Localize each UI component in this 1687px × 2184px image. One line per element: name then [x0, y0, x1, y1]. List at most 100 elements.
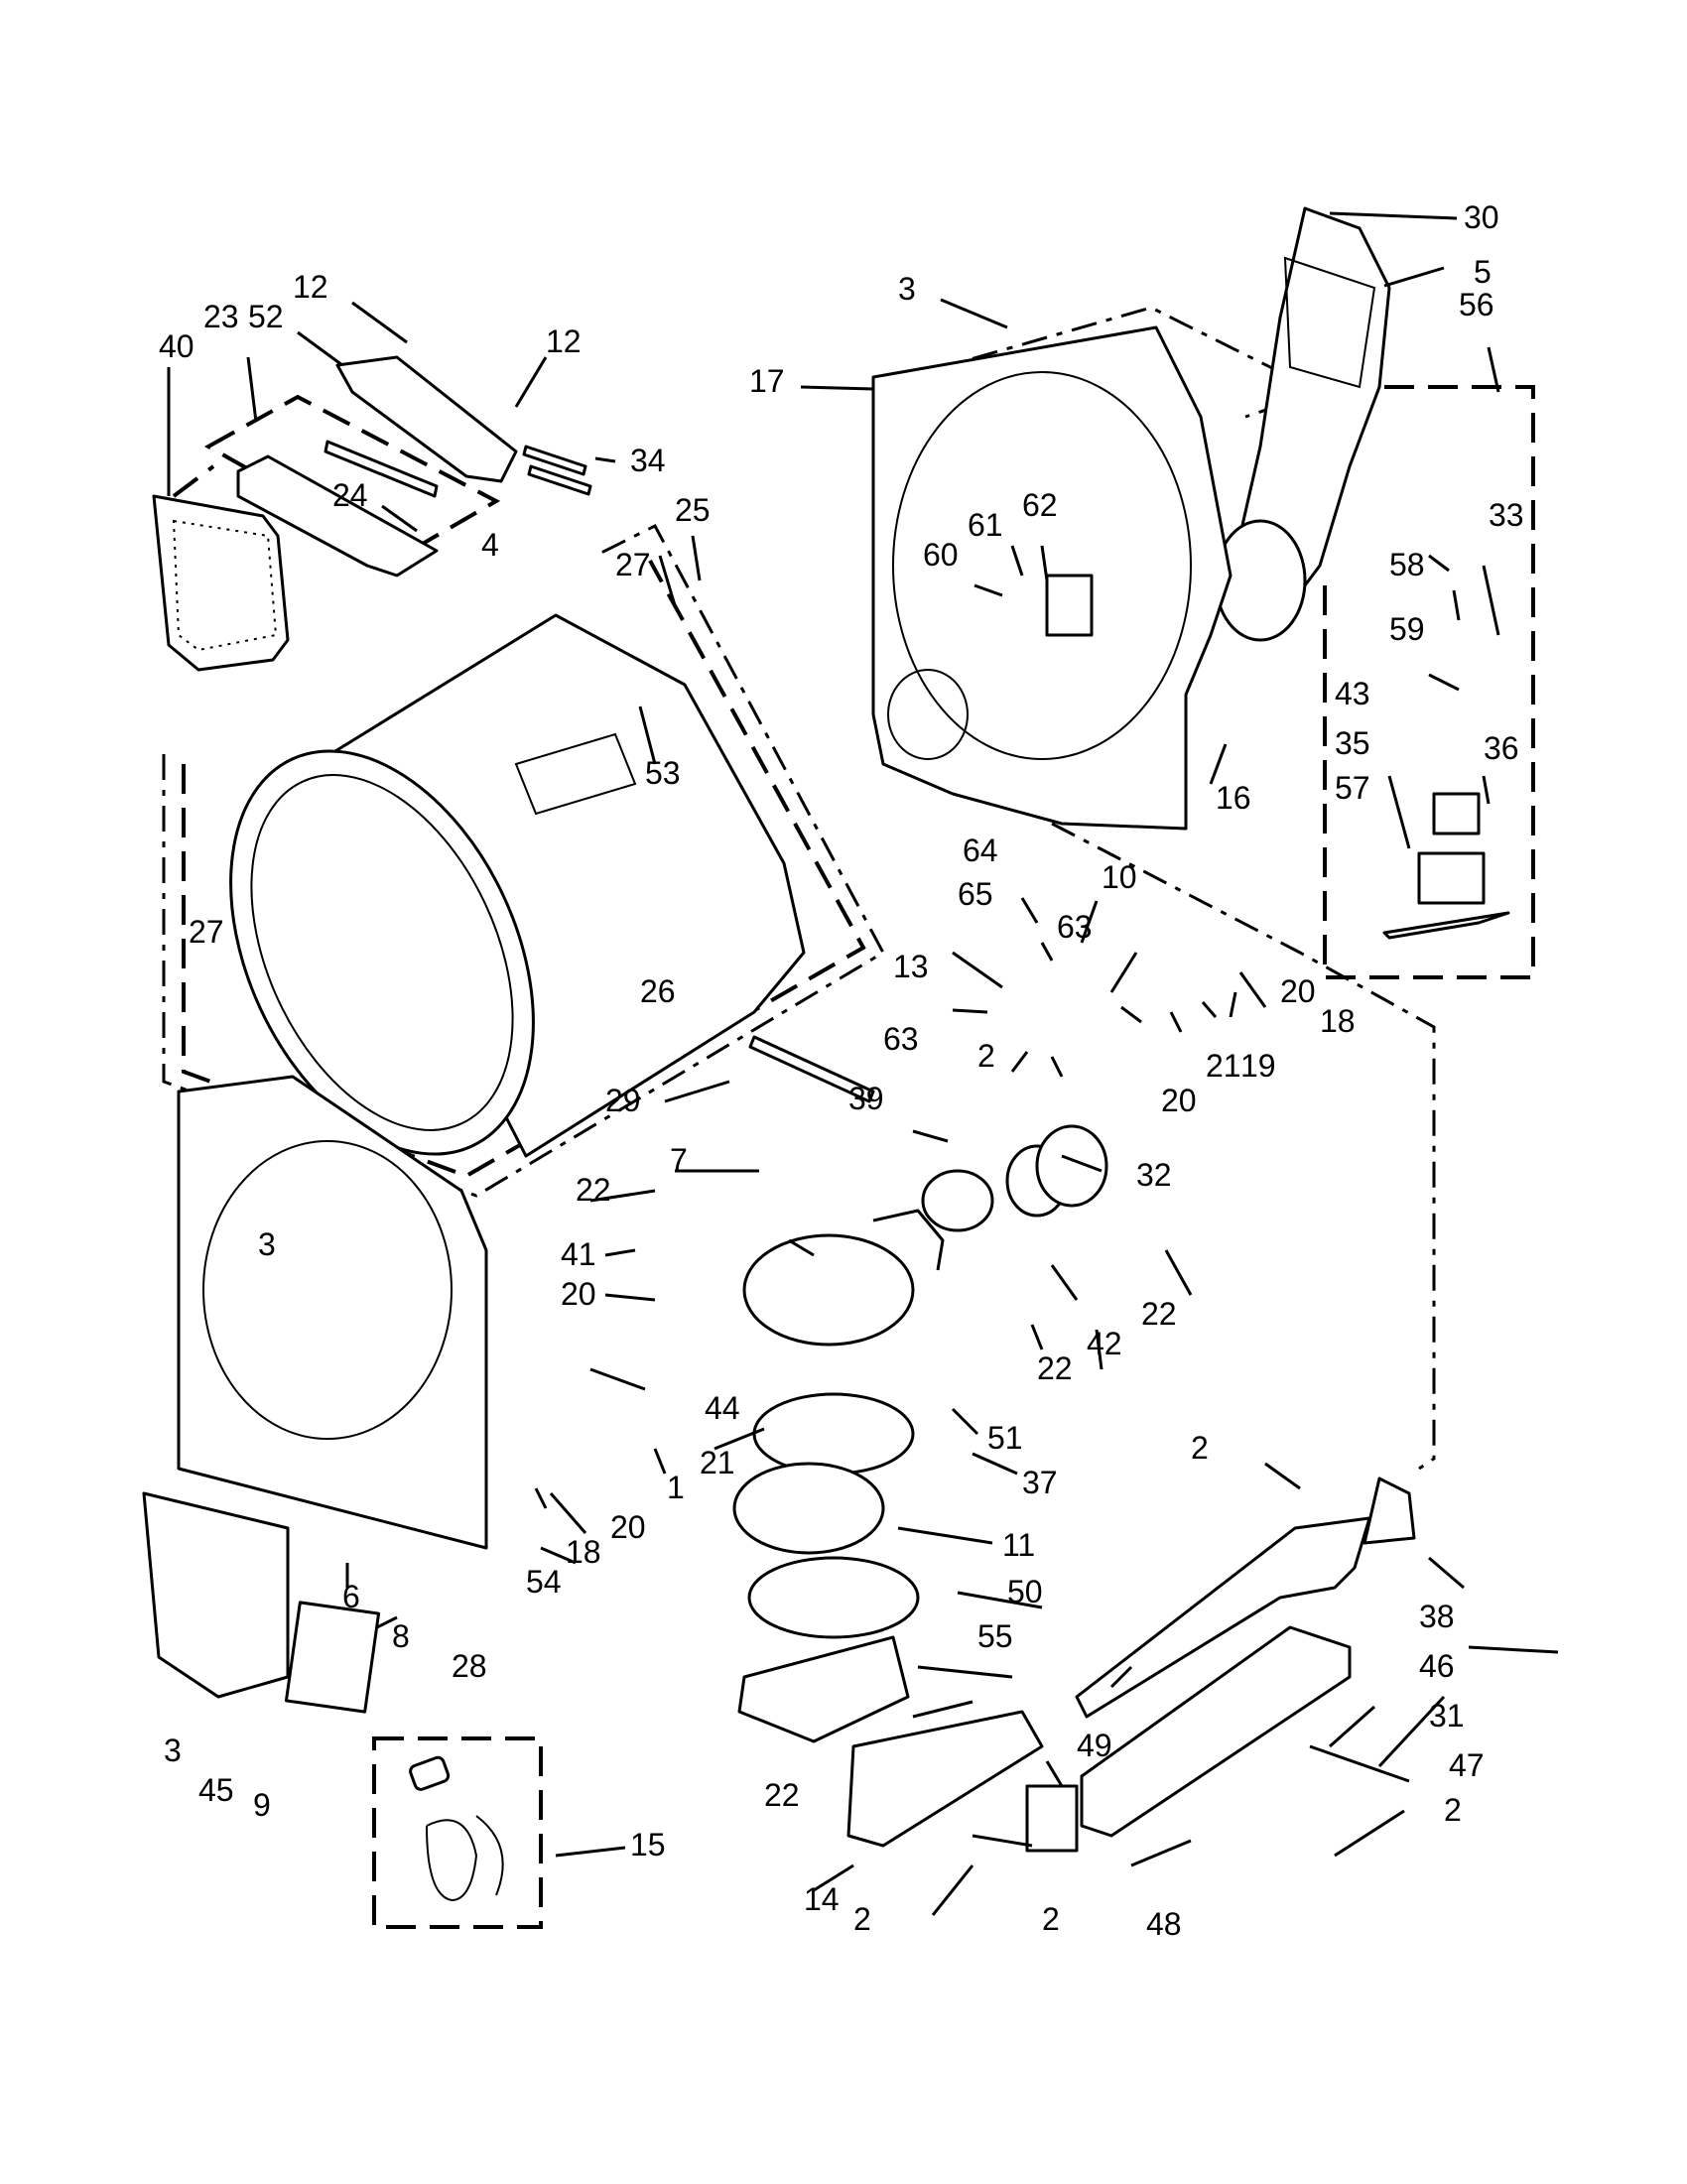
callout-55: 55	[977, 1618, 1013, 1654]
callout-25: 25	[675, 492, 711, 528]
callout-7: 7	[670, 1142, 688, 1178]
drum-part	[229, 613, 806, 1158]
seal-part	[522, 445, 592, 496]
callout-17: 17	[749, 363, 785, 399]
callout-53: 53	[645, 755, 681, 791]
callout-9: 9	[253, 1787, 271, 1823]
burner-assembly-part	[846, 1477, 1416, 1853]
callout-36: 36	[1484, 730, 1519, 766]
callout-2c: 2	[1444, 1792, 1462, 1828]
callout-54: 54	[526, 1564, 562, 1600]
callout-18b: 18	[566, 1534, 601, 1570]
callout-2a: 2	[977, 1038, 995, 1074]
callout-65: 65	[958, 876, 993, 912]
callout-32: 32	[1136, 1157, 1172, 1193]
callout-26: 26	[640, 973, 676, 1009]
callout-31: 31	[1429, 1698, 1465, 1734]
callout-59: 59	[1389, 611, 1425, 647]
callout-48: 48	[1146, 1906, 1182, 1942]
callout-37: 37	[1022, 1465, 1058, 1500]
grille-part	[335, 355, 518, 483]
exhaust-duct-part	[1214, 206, 1391, 642]
callout-14: 14	[804, 1881, 840, 1917]
callout-28: 28	[452, 1648, 487, 1684]
callout-15: 15	[630, 1827, 666, 1863]
callout-34: 34	[630, 443, 666, 478]
callout-39: 39	[848, 1081, 884, 1116]
callout-1: 1	[667, 1470, 685, 1505]
lint-housing-part	[236, 454, 439, 578]
callout-3c: 3	[164, 1733, 182, 1768]
callout-8: 8	[392, 1618, 410, 1654]
callout-19: 19	[1240, 1048, 1276, 1084]
callout-47: 47	[1449, 1747, 1485, 1783]
callout-16: 16	[1216, 780, 1251, 816]
blower-housing-part	[732, 1209, 945, 1743]
callout-42: 42	[1087, 1326, 1122, 1361]
callout-20c: 20	[561, 1276, 596, 1312]
callout-2b: 2	[1191, 1430, 1209, 1466]
callout-35: 35	[1335, 725, 1370, 761]
callout-64: 64	[963, 833, 998, 868]
callout-50: 50	[1007, 1574, 1043, 1609]
callout-11: 11	[1002, 1527, 1035, 1563]
callout-27a: 27	[615, 547, 651, 582]
callout-12b: 12	[546, 323, 582, 359]
callout-52: 52	[248, 299, 284, 334]
callout-22b: 22	[1141, 1296, 1177, 1332]
callout-23: 23	[203, 299, 239, 334]
callout-46: 46	[1419, 1648, 1455, 1684]
lint-screen-part	[152, 494, 290, 672]
callout-60: 60	[923, 537, 959, 573]
callout-20a: 20	[1280, 973, 1316, 1009]
callout-40: 40	[159, 328, 195, 364]
front-bulkhead-part	[142, 1075, 488, 1714]
callout-5: 5	[1474, 254, 1492, 290]
rear-bulkhead-part	[871, 325, 1233, 831]
callout-27b: 27	[189, 914, 224, 950]
callout-41: 41	[561, 1236, 596, 1272]
callout-20b: 20	[1161, 1083, 1197, 1118]
callout-22a: 22	[576, 1172, 611, 1208]
callout-57: 57	[1335, 770, 1370, 806]
callout-49: 49	[1077, 1728, 1112, 1763]
callout-56: 56	[1459, 287, 1494, 322]
callout-44: 44	[705, 1390, 740, 1426]
callout-63b: 63	[883, 1021, 919, 1057]
callout-22d: 22	[764, 1777, 800, 1813]
callout-43: 43	[1335, 676, 1370, 711]
callout-20d: 20	[610, 1509, 646, 1545]
callout-12a: 12	[293, 269, 328, 305]
callout-2d: 2	[853, 1901, 871, 1937]
callout-58: 58	[1389, 547, 1425, 582]
callout-24: 24	[332, 477, 368, 513]
callout-45: 45	[198, 1772, 234, 1808]
callout-13: 13	[893, 949, 929, 984]
callout-62: 62	[1022, 487, 1058, 523]
callout-4: 4	[481, 527, 499, 563]
callout-6: 6	[342, 1579, 360, 1614]
leader-lines	[167, 211, 1559, 1916]
callout-33: 33	[1489, 497, 1524, 533]
fuse-housing-part	[921, 1124, 1108, 1232]
callout-21b: 21	[700, 1445, 735, 1480]
retainer-part	[324, 440, 439, 498]
callout-30a: 30	[1464, 199, 1499, 235]
callout-3a: 3	[898, 271, 916, 307]
callout-labels: 30 5 56 3 17 12 52 12 23 40 34 24 25 4 2…	[159, 199, 1524, 1942]
callout-2e: 2	[1042, 1901, 1060, 1937]
callout-22c: 22	[1037, 1350, 1073, 1386]
callout-38: 38	[1419, 1599, 1455, 1634]
callout-61: 61	[968, 507, 1003, 543]
power-cord-part	[409, 1755, 504, 1902]
callout-51: 51	[987, 1420, 1023, 1456]
callout-21a: 21	[1206, 1048, 1241, 1084]
gas-valve-part	[1382, 792, 1510, 940]
callout-10: 10	[1102, 859, 1137, 895]
belt-part	[748, 1035, 875, 1103]
callout-63a: 63	[1057, 909, 1093, 945]
callout-18a: 18	[1320, 1003, 1356, 1039]
callout-3b: 3	[258, 1226, 276, 1262]
callout-29: 29	[605, 1083, 641, 1118]
